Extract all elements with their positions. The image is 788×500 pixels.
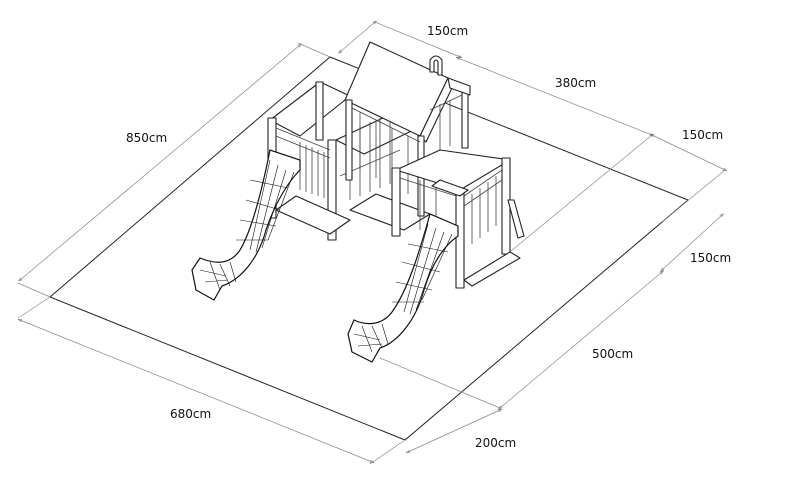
left-tower-base: [275, 195, 351, 235]
roof-ridge: [447, 77, 471, 96]
dim-line-150-top-a: [340, 22, 375, 52]
ext-line: [297, 42, 331, 58]
ladder-leg: [507, 199, 525, 239]
label-680: 680cm: [170, 407, 211, 421]
label-150-top: 150cm: [427, 24, 468, 38]
label-200: 200cm: [475, 436, 516, 450]
ext-line: [379, 357, 501, 409]
right-tower-base: [463, 251, 521, 287]
right-tower-railing: [399, 169, 503, 244]
left-tower-post: [315, 81, 324, 141]
left-tower-post: [327, 139, 337, 241]
dimension-lines: [17, 21, 725, 465]
ext-line: [17, 296, 51, 319]
label-150-right-upper: 150cm: [682, 128, 723, 142]
right-slide: [347, 213, 459, 363]
ext-line: [17, 282, 51, 298]
dim-line-500: [500, 272, 662, 408]
central-post: [461, 87, 469, 149]
hand-grip: [429, 55, 443, 76]
label-850: 850cm: [126, 131, 167, 145]
central-post: [345, 99, 353, 181]
label-380: 380cm: [555, 76, 596, 90]
dim-line-380: [458, 58, 652, 135]
label-500: 500cm: [592, 347, 633, 361]
right-tower-post: [501, 157, 511, 255]
right-tower-post: [455, 187, 465, 289]
label-150-right-middle: 150cm: [690, 251, 731, 265]
right-tower-post: [391, 167, 401, 237]
safety-area-outline: [49, 56, 689, 441]
dim-line-200: [408, 410, 500, 452]
dim-line-150-right-a: [652, 135, 725, 170]
dim-line-850: [20, 45, 300, 280]
ext-line: [499, 134, 653, 261]
ext-line: [369, 439, 406, 465]
dim-line-150-right-b: [662, 215, 722, 270]
dim-line-150-top: [374, 21, 460, 57]
left-slide: [191, 149, 301, 301]
left-tower-railing: [275, 127, 331, 198]
dim-line-680: [20, 320, 372, 462]
